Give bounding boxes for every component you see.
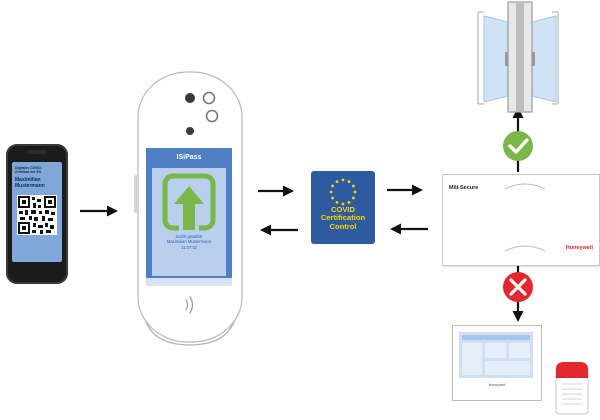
check-icon [503,131,533,161]
reader-access-panel: Zutritt gewährt Maximilian Mustermann 11… [152,168,226,276]
monitoring-display: Honeywell [452,325,542,401]
arrow-eu-to-controller [387,184,423,196]
phone-notch [27,150,47,154]
monitor-brand-label: Honeywell [488,383,506,387]
reader-camera-2 [205,109,219,123]
eu-badge-label: COVID Certification Control [320,205,366,231]
arrows [80,107,524,322]
door-glass-right [531,15,557,103]
arrow-reader-to-eu [258,185,294,197]
certificate-holder-name: Maximilian Mustermann [15,177,45,189]
monitor-ui-layout [462,335,530,375]
nfc-icon [185,296,194,314]
reader-side-button [134,175,138,213]
certificate-title: Digitales COVID- Zertifikat der EU [15,166,42,174]
reader-screen-footer [146,278,232,286]
door [477,1,559,113]
reader-screen-title: ISiPass [176,154,202,161]
monitor-screen [459,332,533,378]
arrow-eu-to-reader [260,224,298,236]
eu-stars-icon [329,178,357,206]
arrow-phone-to-reader [80,205,118,217]
door-glass-left [483,15,509,103]
arrow-controller-to-eu [390,223,428,235]
phone-screen: Digitales COVID- Zertifikat der EU Maxim… [12,162,62,262]
eu-covid-certification-badge: COVID Certification Control [311,171,375,244]
cross-icon [503,272,533,302]
qr-code-icon [17,195,57,235]
reader-access-message: Zutritt gewährt Maximilian Mustermann 11… [166,234,212,250]
access-controller: Mili-Secure Honeywell [442,174,600,266]
controller-brand-logo: Honeywell [565,245,593,251]
reader-camera [202,91,216,105]
controller-vents [504,183,546,252]
reader-screen: ISiPass Zutritt gewährt Maximilian Muste… [146,148,232,286]
reader-led [186,127,194,135]
alarm-siren [555,362,589,415]
arrow-up-icon [162,173,216,234]
reader-sensor [185,93,195,103]
controller-product-name: Mili-Secure [449,185,479,191]
smartphone: Digitales COVID- Zertifikat der EU Maxim… [6,144,68,284]
